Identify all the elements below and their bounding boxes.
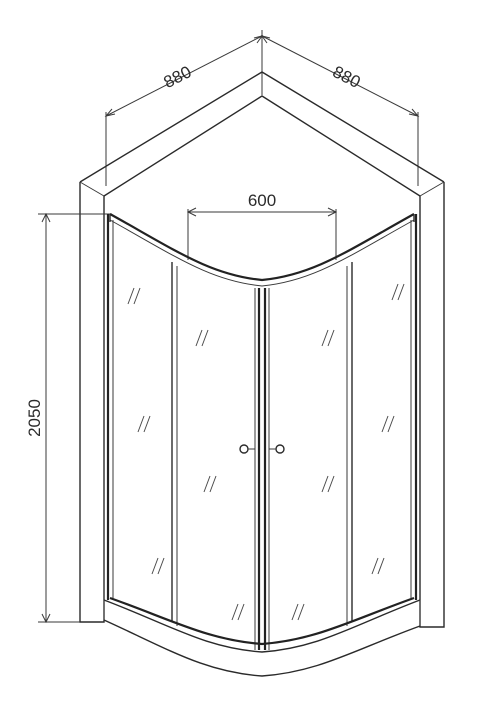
- left-sliding-door: [254, 288, 261, 650]
- right-fixed-panel: [346, 214, 418, 626]
- right-handle-icon: [275, 444, 285, 454]
- glass-reflection-mark: [377, 557, 385, 575]
- glass-reflection-mark: [203, 475, 211, 493]
- door-opening-label: 600: [248, 191, 276, 210]
- glass-reflection-mark: [151, 557, 159, 575]
- width-right-label: 880: [330, 62, 364, 92]
- glass-reflection-mark: [371, 557, 379, 575]
- top-frame: [109, 213, 415, 287]
- glass-reflection-mark: [157, 557, 165, 575]
- glass-reflection-mark: [321, 329, 329, 347]
- glass-reflection-mark: [397, 283, 405, 301]
- glass-reflection-mark: [321, 475, 329, 493]
- glass-reflection-mark: [231, 603, 239, 621]
- left-handle-icon: [239, 444, 249, 454]
- walls: [79, 71, 445, 628]
- glass-reflection-mark: [133, 287, 141, 305]
- glass-reflection-marks: [127, 283, 405, 621]
- glass-reflection-mark: [209, 475, 217, 493]
- height-label: 2050: [25, 399, 44, 437]
- door-opening-dimension: [186, 207, 338, 260]
- glass-reflection-mark: [195, 329, 203, 347]
- height-dimension: [38, 212, 112, 624]
- glass-reflection-mark: [291, 603, 299, 621]
- glass-reflection-mark: [237, 603, 245, 621]
- glass-reflection-mark: [381, 415, 389, 433]
- glass-reflection-mark: [201, 329, 209, 347]
- glass-reflection-mark: [327, 475, 335, 493]
- top-dimension-lines: [104, 30, 420, 186]
- glass-reflection-mark: [143, 415, 151, 433]
- glass-reflection-mark: [387, 415, 395, 433]
- shower-tray: [103, 596, 421, 677]
- door-handles: [239, 444, 285, 454]
- glass-reflection-mark: [327, 329, 335, 347]
- glass-reflection-mark: [391, 283, 399, 301]
- glass-reflection-mark: [137, 415, 145, 433]
- right-sliding-door: [263, 288, 270, 650]
- glass-reflection-mark: [127, 287, 135, 305]
- width-left-label: 880: [161, 62, 195, 92]
- glass-reflection-mark: [297, 603, 305, 621]
- left-fixed-panel: [106, 214, 178, 626]
